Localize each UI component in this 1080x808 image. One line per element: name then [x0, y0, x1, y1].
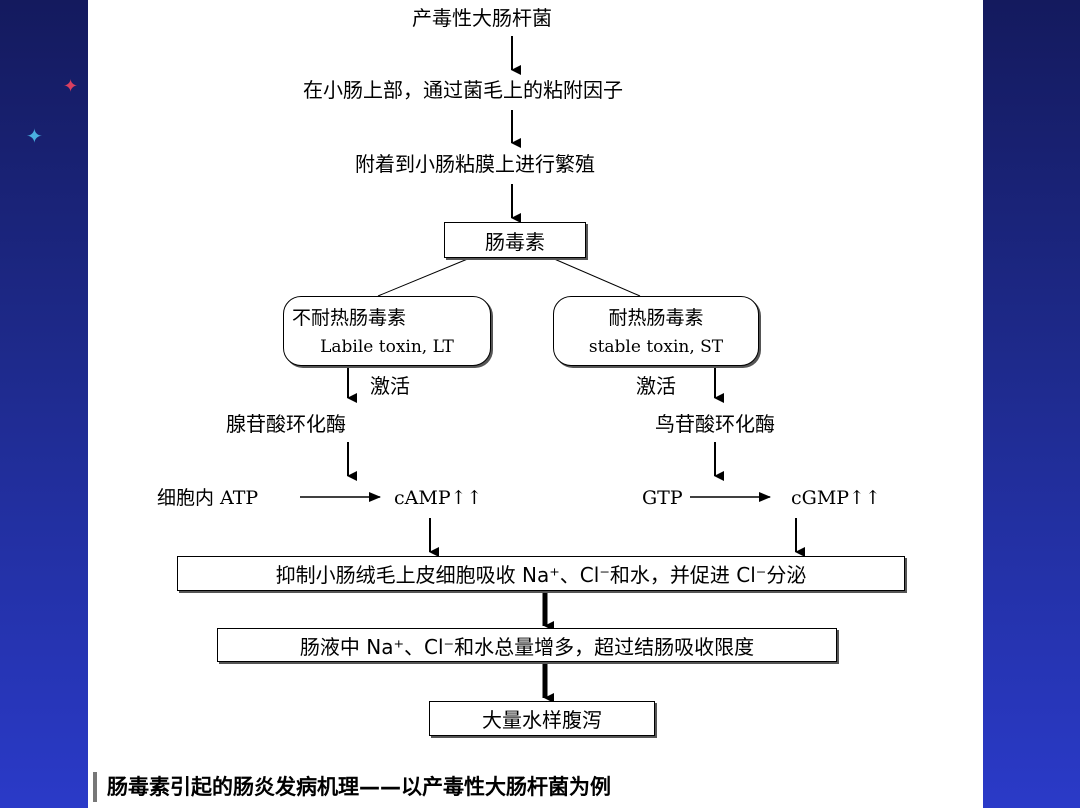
- adenylate-cyclase: 腺苷酸环化酶: [226, 412, 346, 436]
- st-name: 耐热肠毒素: [608, 307, 704, 329]
- step-colonization: 附着到小肠粘膜上进行繁殖: [355, 152, 595, 176]
- watery-diarrhea-text: 大量水样腹泻: [482, 708, 602, 732]
- lt-name: 不耐热肠毒素: [292, 307, 407, 329]
- gtp: GTP: [642, 487, 683, 509]
- st-en: stable toxin, ST: [588, 337, 724, 357]
- inhibit-absorption-box: 抑制小肠绒毛上皮细胞吸收 Na⁺、Cl⁻和水，并促进 Cl⁻分泌: [177, 556, 905, 591]
- activate-right: 激活: [636, 374, 676, 398]
- activate-left: 激活: [370, 374, 410, 398]
- cgmp-increase: cGMP↑↑: [791, 487, 881, 509]
- toxin-label: 肠毒素: [485, 229, 545, 254]
- guanylate-cyclase: 鸟苷酸环化酶: [655, 412, 775, 436]
- lt-en: Labile toxin, LT: [320, 337, 454, 357]
- fluid-increase-text: 肠液中 Na⁺、Cl⁻和水总量增多，超过结肠吸收限度: [299, 634, 755, 659]
- intracellular-atp: 细胞内 ATP: [157, 487, 259, 509]
- toxin-box: 肠毒素: [444, 222, 586, 258]
- star-bullet-1-icon: ✦: [63, 76, 79, 97]
- st-box: 耐热肠毒素 stable toxin, ST: [553, 296, 759, 366]
- lt-box: 不耐热肠毒素 Labile toxin, LT: [283, 296, 491, 366]
- branch-left: [377, 257, 471, 297]
- star-bullet-2-icon: ✦: [26, 124, 43, 148]
- camp-increase: cAMP↑↑: [394, 487, 483, 509]
- diagram-panel: [88, 0, 983, 808]
- inhibit-absorption-text: 抑制小肠绒毛上皮细胞吸收 Na⁺、Cl⁻和水，并促进 Cl⁻分泌: [275, 563, 807, 587]
- step-toxigenic-ecoli: 产毒性大肠杆菌: [412, 6, 552, 30]
- step-adhesion-factor: 在小肠上部，通过菌毛上的粘附因子: [303, 78, 623, 102]
- figure-caption: 肠毒素引起的肠炎发病机理——以产毒性大肠杆菌为例: [93, 772, 707, 802]
- watery-diarrhea-box: 大量水样腹泻: [429, 701, 655, 736]
- branch-right: [551, 257, 641, 297]
- fluid-increase-box: 肠液中 Na⁺、Cl⁻和水总量增多，超过结肠吸收限度: [217, 628, 837, 662]
